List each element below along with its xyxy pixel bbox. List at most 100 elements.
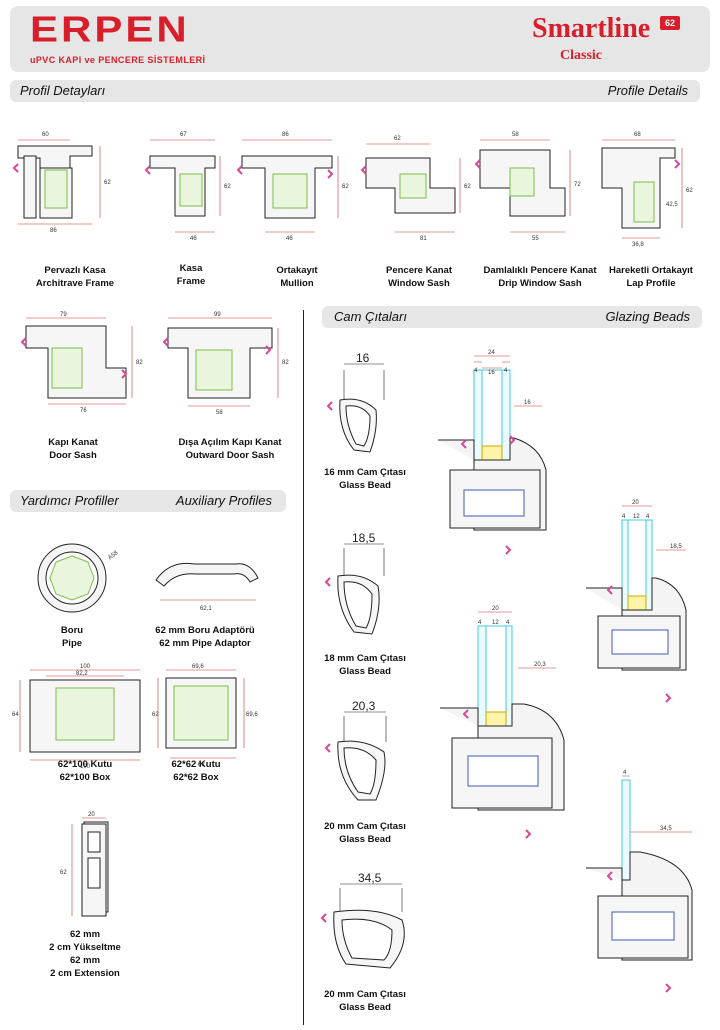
bead-size-16: 16 [356,351,370,365]
a3-dim-4b: 4 [506,620,510,626]
a1-dim-24: 24 [488,350,495,356]
caption-drip-sash-en: Drip Window Sash [498,278,582,289]
a3-dim-203: 20,3 [534,662,546,668]
dim-ext-width: 20 [88,812,95,818]
assembly-203: 20 4 12 4 20,3 [440,606,565,839]
profile-details-en: Profile Details [607,83,688,98]
caption-architrave-en: Architrave Frame [35,278,115,289]
a4-dim-4: 4 [623,770,627,776]
smartline-logo: Smartline [532,14,650,44]
dim-adaptor: 62,1 [200,606,212,612]
dim-box100-bottom: 100 [80,764,91,770]
dim-frame-height: 62 [224,184,231,190]
caption-window-sash-tr: Pencere Kanat [385,265,452,276]
dim-sash-bottom: 81 [420,236,427,242]
caption-bead-20-tr: 20 mm Cam Çıtası [324,821,406,832]
glazing-bead-shapes: 16 18,5 20,3 34,5 [320,351,405,969]
dim-frame-bottom: 46 [190,236,197,242]
section-divider [303,310,304,1025]
caption-bead-20-en: Glass Bead [339,834,391,845]
a2-dim-4a: 4 [622,514,626,520]
dim-sash-width: 62 [394,136,401,142]
caption-mullion-tr: Ortakayıt [276,265,318,276]
profile-details-bar: Profil Detayları Profile Details [10,80,700,102]
caption-pipe-en: Pipe [61,638,83,649]
a3-dim-20: 20 [492,606,499,612]
caption-bead-16-en: Glass Bead [339,480,391,491]
assembly-345: 4 34,5 [586,770,693,993]
caption-box62: 62*62 Kutu 62*62 Box [146,758,246,784]
dim-outward-width: 99 [214,312,221,318]
a2-dim-4b: 4 [646,514,650,520]
dim-mullion-width: 86 [282,132,289,138]
caption-bead-345-tr: 20 mm Cam Çıtası [324,989,406,1000]
dim-lap-inner: 42,5 [666,202,678,208]
dim-box62-top: 69,6 [192,664,204,670]
glazing-en: Glazing Beads [605,309,690,324]
aux-en: Auxiliary Profiles [175,493,272,508]
caption-bead-18-en: Glass Bead [339,666,391,677]
brand-smart: Smart [532,13,607,44]
logo-tagline: uPVC KAPI ve PENCERE SİSTEMLERİ [30,55,206,65]
aux-tr: Yardımcı Profiller [20,493,119,508]
caption-box100: 62*100 Kutu 62*100 Box [30,758,140,784]
caption-bead-16-tr: 16 mm Cam Çıtası [324,467,406,478]
caption-bead-18-tr: 18 mm Cam Çıtası [324,653,406,664]
a2-dim-20: 20 [632,500,639,506]
caption-box62-tr: 62*62 Kutu [171,759,221,770]
aux-profiles-bar: Yardımcı Profiller Auxiliary Profiles [10,490,286,512]
caption-extension-tr2: 62 mm [69,955,101,966]
dim-door-width: 79 [60,312,67,318]
assembly-185: 20 4 12 4 18,5 [586,500,687,703]
dim-outward-bottom: 58 [216,410,223,416]
door-sash-drawings: 79 82 76 99 82 58 [20,312,289,416]
profile-details-tr: Profil Detayları [20,83,106,98]
caption-box62-en: 62*62 Box [173,772,219,783]
dim-sash-height: 62 [464,184,471,190]
a1-dim-16: 16 [488,370,495,376]
caption-extension: 62 mm 2 cm Yükseltme 62 mm 2 cm Extensio… [30,928,140,980]
caption-architrave-tr: Pervazlı Kasa [44,265,106,276]
caption-adaptor-tr: 62 mm Boru Adaptörü [155,625,255,636]
header-band [10,6,710,72]
dim-architrave-height: 62 [104,180,111,186]
caption-frame-en: Frame [176,276,206,287]
erpen-logo: ERPEN [30,9,190,50]
caption-outward-sash-tr: Dışa Açılım Kapı Kanat [178,437,282,448]
caption-box100-en: 62*100 Box [59,772,111,783]
caption-box100-tr: 62*100 Kutu [57,759,113,770]
dim-box100-inner: 82,2 [76,671,88,677]
caption-extension-tr: 62 mm [69,929,101,940]
dim-box100-top: 100 [80,664,91,670]
dim-pipe: Ä58 [107,549,120,562]
glazing-tr: Cam Çıtaları [334,309,407,324]
a1-dim-16b: 16 [524,400,531,406]
caption-window-sash-en: Window Sash [388,278,450,289]
glazing-beads-bar: Cam Çıtaları Glazing Beads [322,306,702,328]
a1-dim-4a: 4 [474,368,478,374]
caption-frame-tr: Kasa [179,263,203,274]
dim-box62-right: 69,6 [246,712,258,718]
assembly-16: 24 4 16 4 16 [438,350,547,555]
dim-outward-height: 82 [282,360,289,366]
caption-extension-en2: 2 cm Extension [50,968,120,979]
dim-architrave-bottom: 86 [50,228,57,234]
dim-box62-bottom: 62 [198,762,205,768]
a2-dim-185: 18,5 [670,544,682,550]
dim-lap-bottom: 36,8 [632,242,644,248]
dim-drip-height: 72 [574,182,581,188]
profile-row-1-drawings: 60 62 86 67 62 46 86 62 46 62 62 81 58 7… [12,132,693,248]
brand-badge: 62 [660,16,680,30]
dim-architrave-width: 60 [42,132,49,138]
dim-lap-width: 68 [634,132,641,138]
